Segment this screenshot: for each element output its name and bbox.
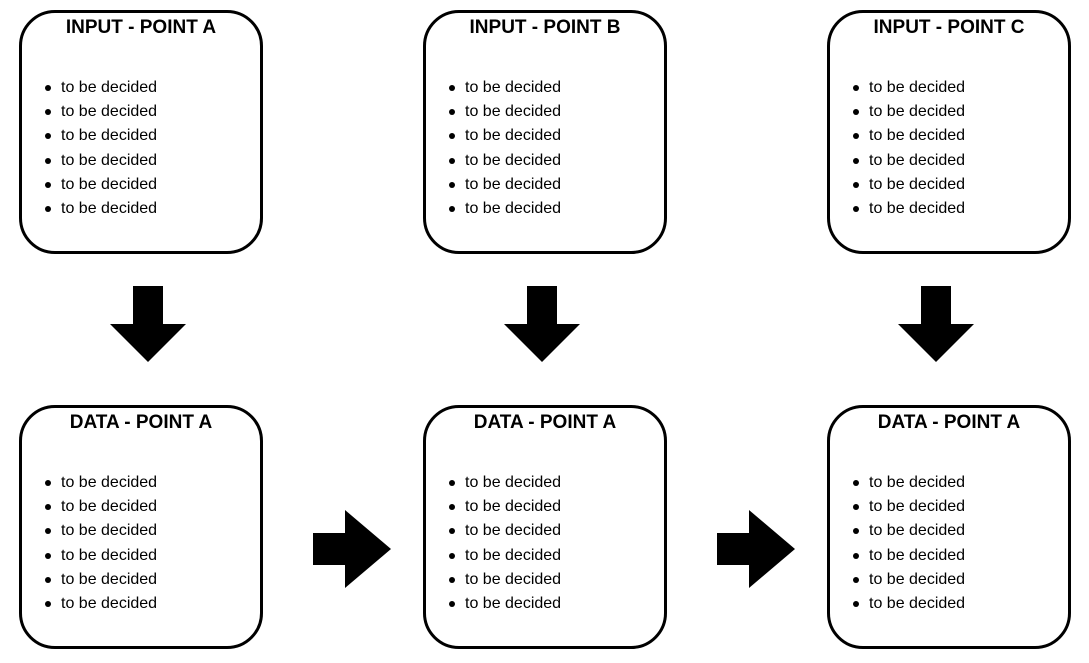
- right-arrow-icon: [717, 510, 795, 588]
- list-item: to be decided: [853, 149, 965, 173]
- list-item: to be decided: [449, 76, 561, 100]
- bullet-list: to be decided to be decided to be decide…: [853, 76, 965, 221]
- input-point-c-box: INPUT - POINT C to be decided to be deci…: [827, 10, 1071, 254]
- list-item: to be decided: [449, 592, 561, 616]
- list-item: to be decided: [45, 471, 157, 495]
- list-item: to be decided: [853, 495, 965, 519]
- list-item: to be decided: [45, 173, 157, 197]
- data-point-box-2: DATA - POINT A to be decided to be decid…: [423, 405, 667, 649]
- list-item: to be decided: [45, 100, 157, 124]
- down-arrow-icon: [110, 286, 186, 362]
- bullet-list: to be decided to be decided to be decide…: [45, 471, 157, 616]
- bullet-list: to be decided to be decided to be decide…: [45, 76, 157, 221]
- list-item: to be decided: [853, 519, 965, 543]
- down-arrow-icon: [898, 286, 974, 362]
- data-point-box-1: DATA - POINT A to be decided to be decid…: [19, 405, 263, 649]
- right-arrow-shape: [313, 510, 391, 588]
- down-arrow-shape: [110, 286, 186, 362]
- box-title: DATA - POINT A: [69, 412, 213, 433]
- down-arrow-icon: [504, 286, 580, 362]
- right-arrow-shape: [717, 510, 795, 588]
- list-item: to be decided: [45, 149, 157, 173]
- list-item: to be decided: [449, 100, 561, 124]
- down-arrow-shape: [898, 286, 974, 362]
- list-item: to be decided: [45, 76, 157, 100]
- list-item: to be decided: [449, 544, 561, 568]
- list-item: to be decided: [45, 495, 157, 519]
- list-item: to be decided: [853, 544, 965, 568]
- box-title: DATA - POINT A: [473, 412, 617, 433]
- input-point-b-box: INPUT - POINT B to be decided to be deci…: [423, 10, 667, 254]
- list-item: to be decided: [853, 471, 965, 495]
- right-arrow-icon: [313, 510, 391, 588]
- list-item: to be decided: [449, 149, 561, 173]
- box-title: INPUT - POINT A: [65, 17, 217, 38]
- box-title: DATA - POINT A: [877, 412, 1021, 433]
- list-item: to be decided: [45, 544, 157, 568]
- list-item: to be decided: [853, 592, 965, 616]
- box-title: INPUT - POINT C: [873, 17, 1025, 38]
- box-title: INPUT - POINT B: [469, 17, 621, 38]
- list-item: to be decided: [45, 592, 157, 616]
- list-item: to be decided: [45, 519, 157, 543]
- list-item: to be decided: [45, 568, 157, 592]
- list-item: to be decided: [45, 124, 157, 148]
- list-item: to be decided: [449, 197, 561, 221]
- list-item: to be decided: [45, 197, 157, 221]
- list-item: to be decided: [449, 495, 561, 519]
- bullet-list: to be decided to be decided to be decide…: [449, 471, 561, 616]
- list-item: to be decided: [449, 471, 561, 495]
- input-point-a-box: INPUT - POINT A to be decided to be deci…: [19, 10, 263, 254]
- list-item: to be decided: [853, 568, 965, 592]
- list-item: to be decided: [449, 568, 561, 592]
- down-arrow-shape: [504, 286, 580, 362]
- bullet-list: to be decided to be decided to be decide…: [449, 76, 561, 221]
- list-item: to be decided: [449, 124, 561, 148]
- list-item: to be decided: [853, 100, 965, 124]
- list-item: to be decided: [853, 124, 965, 148]
- list-item: to be decided: [449, 519, 561, 543]
- list-item: to be decided: [853, 76, 965, 100]
- data-point-box-3: DATA - POINT A to be decided to be decid…: [827, 405, 1071, 649]
- bullet-list: to be decided to be decided to be decide…: [853, 471, 965, 616]
- list-item: to be decided: [449, 173, 561, 197]
- list-item: to be decided: [853, 197, 965, 221]
- list-item: to be decided: [853, 173, 965, 197]
